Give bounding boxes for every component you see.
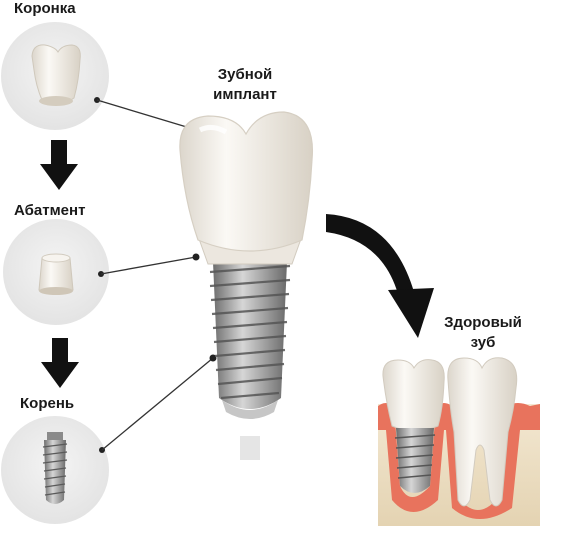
implant-reflection: [240, 436, 260, 460]
implant-root-icon: [42, 432, 68, 504]
implant-crown: [179, 111, 314, 252]
crown-icon: [31, 44, 81, 106]
implant-label-line1: Зубной: [217, 66, 273, 83]
restored-crown: [382, 359, 445, 432]
healthy-tooth-illustration: [378, 357, 540, 526]
crown-circle: [1, 22, 109, 130]
natural-tooth: [447, 357, 518, 507]
root-circle: [1, 416, 109, 524]
central-implant: [179, 111, 314, 460]
healthy-tooth-label-line1: Здоровый: [444, 314, 522, 331]
root-label: Корень: [20, 395, 75, 412]
implant-tip: [222, 400, 278, 419]
abutment-connector-end: [192, 253, 200, 261]
healthy-tooth-label-line2: зуб: [470, 334, 496, 351]
implant-label-line2: имплант: [213, 86, 277, 103]
abutment-icon: [38, 253, 74, 295]
crown-connector-line: [96, 99, 191, 129]
curved-arrow-icon: [326, 214, 434, 338]
root-connector-end: [209, 354, 217, 362]
crown-label: Коронка: [14, 0, 76, 17]
implant-threads: [209, 264, 291, 400]
root-connector-line: [101, 357, 214, 451]
abutment-label: Абатмент: [14, 202, 86, 219]
abutment-circle: [3, 219, 109, 325]
abutment-connector-line: [100, 256, 197, 275]
arrow-down-icon: [41, 338, 79, 388]
arrow-down-icon: [40, 140, 78, 190]
